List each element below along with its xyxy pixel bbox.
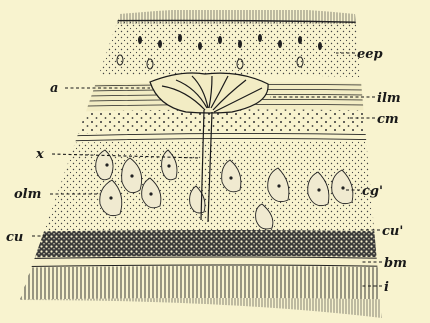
label-cu-right: cu'	[382, 224, 403, 239]
dense-cuticular-layer	[0, 230, 430, 258]
label-x: x	[35, 147, 44, 162]
label-cg: cg'	[362, 184, 383, 199]
inner-epithelium-layer	[0, 266, 430, 300]
label-a: a	[50, 81, 58, 96]
label-eep: eep	[357, 47, 383, 62]
label-bm: bm	[384, 256, 407, 271]
label-cm: cm	[377, 112, 399, 127]
label-olm: olm	[14, 187, 41, 202]
label-ilm: ilm	[377, 91, 401, 106]
label-cu-left: cu	[6, 230, 23, 245]
label-i: i	[384, 280, 389, 295]
